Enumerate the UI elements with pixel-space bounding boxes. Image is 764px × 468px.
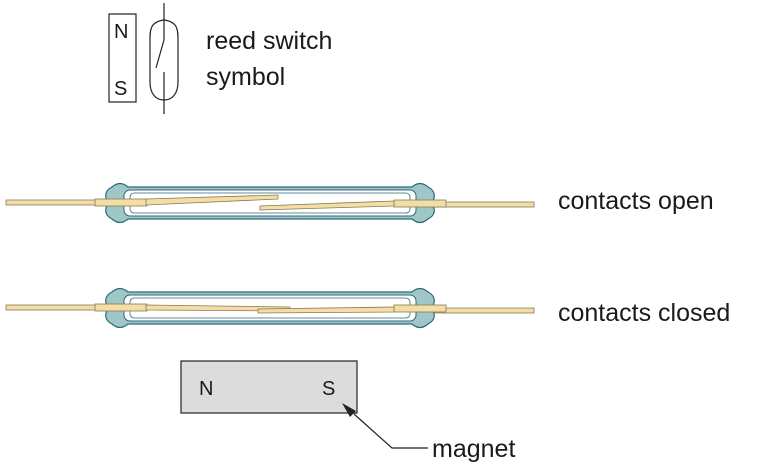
magnet-south-pole: S — [322, 378, 336, 400]
magnet-north-pole: N — [199, 378, 214, 400]
symbol-caption-line2: symbol — [206, 63, 286, 91]
reed-left-blade — [145, 194, 279, 206]
contacts-closed-label: contacts closed — [558, 299, 731, 327]
reed-right-base — [393, 304, 447, 313]
reed-right-base — [393, 199, 447, 208]
reed-left-base — [94, 198, 148, 207]
reed-left-base — [94, 303, 148, 312]
symbol-caption-line1: reed switch — [206, 27, 333, 55]
symbol-south-pole: S — [114, 78, 128, 100]
magnet-leader-line — [353, 413, 428, 449]
reed-right-blade — [257, 306, 395, 314]
symbol-magnet-box — [108, 13, 137, 103]
magnet-bar — [180, 360, 358, 414]
contacts-open-label: contacts open — [558, 187, 714, 215]
symbol-north-pole: N — [114, 21, 129, 43]
magnet-label: magnet — [432, 435, 516, 463]
reed-switch-symbol — [149, 3, 179, 114]
magnet-leader-arrow — [342, 403, 356, 417]
reed-switch-open — [5, 182, 535, 224]
reed-right-blade — [259, 200, 395, 211]
reed-switch-closed — [5, 287, 535, 329]
